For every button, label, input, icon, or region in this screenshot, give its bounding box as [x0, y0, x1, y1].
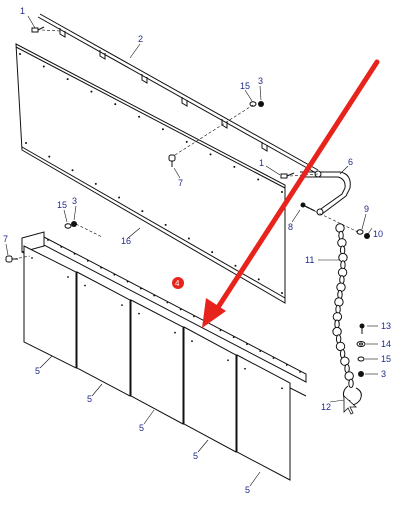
flap-hole — [84, 284, 86, 287]
upper-rod — [37, 13, 319, 174]
callout-7: 7 — [178, 178, 183, 188]
chain-link — [332, 326, 342, 337]
panel-hole — [209, 153, 212, 156]
callout-15: 15 — [57, 200, 67, 210]
flap-hole — [121, 304, 123, 307]
callout-13: 13 — [381, 321, 391, 331]
panel-hole — [25, 142, 27, 144]
callout-12: 12 — [321, 402, 331, 412]
callout-11: 11 — [305, 255, 314, 265]
strip-hole — [259, 350, 262, 353]
strip-hole — [272, 357, 275, 360]
panel-hole — [161, 128, 164, 131]
callout-1: 1 — [259, 158, 264, 168]
strip-hole — [179, 308, 182, 311]
panel-hole — [138, 115, 141, 118]
callout-labels: 1 2 15 3 1 6 7 15 3 16 7 8 9 10 11 4 5 5… — [3, 6, 391, 495]
flap-hole — [281, 387, 283, 390]
panel-hole — [48, 155, 51, 158]
callout-8: 8 — [288, 222, 293, 232]
strip-hole — [73, 252, 76, 255]
strip-hole — [299, 371, 301, 373]
panel-hole — [90, 90, 93, 93]
flap-hole — [31, 257, 33, 259]
panel-hole — [114, 103, 117, 106]
cursor-icon — [343, 395, 358, 415]
panel-hole — [94, 182, 97, 185]
callout-2: 2 — [138, 34, 143, 44]
flap-hole — [191, 340, 193, 343]
callout-5: 5 — [139, 423, 144, 433]
callout-15: 15 — [240, 81, 250, 91]
panel-hole — [164, 223, 167, 226]
panel-hole — [211, 251, 214, 254]
strip-hole — [246, 343, 248, 346]
flap-hole — [138, 312, 140, 315]
chain-link — [344, 371, 354, 381]
callout-5: 5 — [35, 366, 40, 376]
highlight-arrow — [202, 59, 380, 328]
chain — [332, 223, 354, 389]
panel-hole — [71, 169, 74, 172]
strip-hole — [126, 280, 129, 283]
strip-hole — [153, 294, 156, 297]
strip-hole — [232, 336, 235, 339]
strip-hole — [86, 259, 89, 262]
panel-hole — [42, 65, 45, 68]
fasteners — [5, 26, 370, 377]
strip-hole — [166, 301, 169, 304]
callout-3: 3 — [258, 76, 263, 86]
flap-hole — [174, 331, 176, 334]
strip-hole — [113, 273, 116, 276]
callout-16: 16 — [121, 236, 131, 246]
assembly-lines — [13, 29, 359, 260]
chain-link — [340, 356, 350, 366]
chain-link — [348, 378, 354, 389]
flap-hole — [67, 276, 69, 278]
strip-hole — [60, 246, 63, 248]
strip-hole — [100, 266, 102, 269]
callout-14: 14 — [381, 339, 391, 349]
highlight-badge — [172, 277, 184, 289]
callout-3: 3 — [72, 196, 77, 206]
callout-1: 1 — [20, 6, 25, 16]
panel-hole — [66, 78, 69, 81]
callout-9: 9 — [364, 204, 369, 214]
panel-hole — [185, 140, 188, 143]
flap-hole — [227, 359, 229, 362]
strip-hole — [139, 287, 142, 290]
panel-hole — [19, 53, 21, 55]
panel-hole — [233, 165, 236, 168]
flap-hole — [244, 367, 246, 370]
callout-6: 6 — [348, 157, 353, 167]
hanger-bracket — [300, 170, 351, 216]
panel-hole — [257, 278, 260, 281]
leader-lines — [5, 15, 378, 487]
callout-5: 5 — [245, 485, 250, 495]
mud-flaps — [23, 245, 291, 481]
callout-5: 5 — [87, 394, 92, 404]
strip-hole — [192, 315, 195, 318]
panel-hole — [141, 210, 144, 213]
strip-hole — [47, 239, 49, 241]
panel-hole — [187, 237, 190, 240]
callout-3: 3 — [381, 369, 386, 379]
callout-5: 5 — [193, 451, 198, 461]
panel-hole — [281, 191, 283, 193]
callout-7: 7 — [3, 234, 8, 244]
callout-10: 10 — [373, 229, 383, 239]
callout-15: 15 — [381, 354, 391, 364]
strip-hole — [219, 329, 222, 332]
panel-hole — [281, 292, 283, 294]
strip-hole — [285, 364, 288, 366]
panel-hole — [118, 196, 121, 199]
panel-hole — [234, 264, 237, 267]
panel-hole — [257, 178, 260, 181]
callout-4: 4 — [175, 279, 180, 288]
